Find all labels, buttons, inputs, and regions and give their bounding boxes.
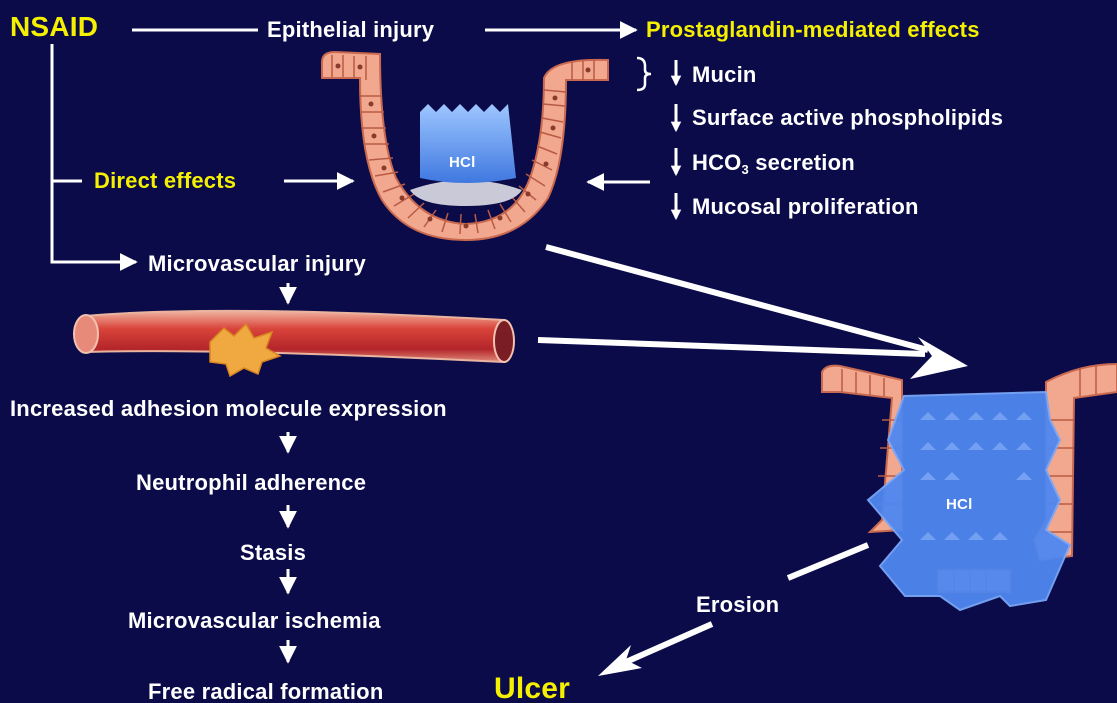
epithelium-to-ulcer-arrow (546, 247, 928, 350)
hco3-base-text: HCO (692, 150, 742, 175)
ulcer-label: Ulcer (494, 676, 570, 702)
gastric-pit-illustration (322, 52, 608, 240)
prostaglandin-effects-label: Prostaglandin-mediated effects (646, 17, 980, 43)
free-radical-label: Free radical formation (148, 679, 383, 703)
vessel-to-ulcer-arrow (538, 340, 925, 354)
ulcer-illustration (822, 364, 1117, 610)
microvascular-injury-label: Microvascular injury (148, 251, 366, 277)
bracket-icon (637, 58, 651, 90)
adhesion-label: Increased adhesion molecule expression (10, 396, 447, 422)
stasis-label: Stasis (240, 540, 306, 566)
hco3-subscript: 3 (742, 162, 749, 177)
hco3-secretion-label: HCO3 secretion (692, 150, 855, 183)
mucus-layer (410, 180, 522, 206)
mucosal-proliferation-label: Mucosal proliferation (692, 194, 919, 220)
blood-vessel-illustration (74, 311, 514, 376)
decrease-arrows (637, 58, 676, 218)
hco3-rest-text: secretion (749, 150, 855, 175)
nsaid-to-microvascular-arrow (52, 44, 136, 262)
neutrophil-label: Neutrophil adherence (136, 470, 366, 496)
direct-effects-label: Direct effects (94, 168, 236, 194)
ulcer-to-erosion-line (788, 545, 868, 578)
arrowhead-icon (910, 337, 968, 379)
ischemia-label: Microvascular ischemia (128, 608, 381, 634)
erosion-label: Erosion (696, 592, 779, 618)
epithelial-injury-label: Epithelial injury (267, 17, 434, 43)
mucin-label: Mucin (692, 62, 757, 88)
hcl-label-top: HCl (449, 150, 475, 176)
hcl-label-bottom: HCl (946, 492, 972, 518)
erosion-to-ulcer-arrow (626, 624, 712, 662)
phospholipids-label: Surface active phospholipids (692, 105, 1003, 131)
nsaid-label: NSAID (10, 14, 98, 40)
